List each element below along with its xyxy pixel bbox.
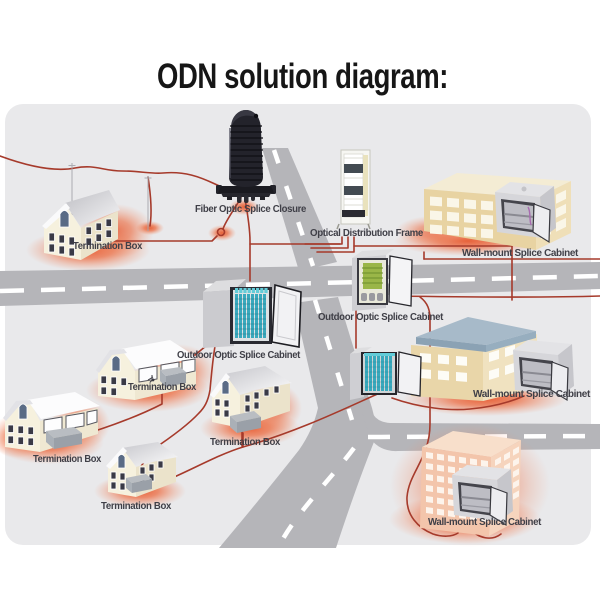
svg-text:Optical Distribution Frame: Optical Distribution Frame: [310, 228, 424, 239]
svg-text:ODN solution diagram:: ODN solution diagram:: [157, 57, 448, 96]
svg-text:Fiber Optic Splice Closure: Fiber Optic Splice Closure: [195, 204, 307, 215]
svg-text:Wall-mount Splice Cabinet: Wall-mount Splice Cabinet: [473, 389, 591, 400]
svg-text:Outdoor Optic Splice Cabinet: Outdoor Optic Splice Cabinet: [318, 312, 444, 323]
svg-text:Wall-mount Splice Cabinet: Wall-mount Splice Cabinet: [462, 248, 579, 259]
svg-text:Termination Box: Termination Box: [73, 241, 143, 252]
svg-text:Termination Box: Termination Box: [210, 437, 281, 448]
svg-text:Termination Box: Termination Box: [101, 501, 172, 512]
svg-text:Wall-mount Splice Cabinet: Wall-mount Splice Cabinet: [428, 517, 542, 528]
svg-text:Outdoor Optic Splice Cabinet: Outdoor Optic Splice Cabinet: [177, 350, 301, 361]
svg-text:Termination Box: Termination Box: [33, 454, 102, 465]
svg-text:Termination Box: Termination Box: [128, 382, 197, 393]
